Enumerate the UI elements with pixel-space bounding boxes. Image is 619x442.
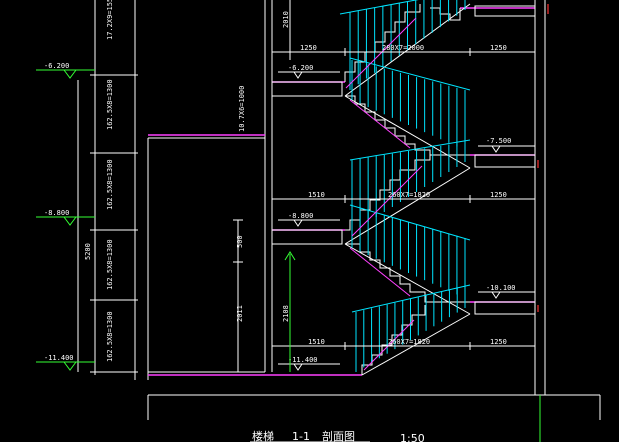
left-dimension-column	[77, 0, 138, 380]
drawing-title: 楼梯 1-1 剖面图 1:50	[250, 429, 425, 442]
elevation-label: -8.800	[44, 209, 69, 217]
title-kind: 剖面图	[322, 429, 355, 442]
baluster-group	[349, 0, 466, 372]
hdim-label: 260X7=1820	[388, 338, 430, 346]
mid-dim-label: 2108	[282, 305, 290, 322]
title-scale: 1:50	[400, 432, 425, 442]
hdim-label: 1250	[490, 191, 507, 199]
vdim-label: 5200	[84, 243, 92, 260]
hdim-label: 1250	[490, 338, 507, 346]
inner-elevation-label: -6.200	[288, 64, 313, 72]
elevation-label: -11.400	[44, 354, 74, 362]
green-dim-line	[284, 251, 296, 372]
elevation-label: -6.200	[44, 62, 69, 70]
hdim-label: 1250	[300, 44, 317, 52]
mid-vertical-dims	[233, 0, 291, 373]
title-section: 1-1	[292, 430, 310, 442]
inner-elevation-label: -8.800	[288, 212, 313, 220]
horizontal-dimension-lines	[271, 48, 535, 350]
vdim-label: 162.5X8=1300	[106, 79, 114, 130]
hdim-label: 260X7=1820	[388, 191, 430, 199]
hdim-label: 1510	[308, 191, 325, 199]
vdim-label: 162.5X8=1300	[106, 239, 114, 290]
left-elevation-markers	[36, 69, 95, 371]
vertical-dim-labels: 17.2X9=1550 162.5X8=1300 10.7X6=1000 162…	[84, 0, 246, 362]
floor-lines	[148, 7, 535, 376]
inner-elevation-markers	[278, 71, 535, 371]
inner-elevation-label: -7.500	[486, 137, 511, 145]
vdim-label: 17.2X9=1550	[106, 0, 114, 40]
hdim-label: 280X7=2000	[382, 44, 424, 52]
hdim-label: 1510	[308, 338, 325, 346]
red-markers	[537, 4, 549, 312]
mid-dim-label: 500	[236, 235, 244, 248]
vdim-label: 162.5X8=1300	[106, 159, 114, 210]
step-nosings	[345, 17, 423, 371]
hdim-label: 1250	[490, 44, 507, 52]
vdim-label: 162.5X8=1300	[106, 311, 114, 362]
title-name: 楼梯	[252, 429, 274, 442]
inner-elevation-label: -11.400	[288, 356, 318, 364]
vdim-label: 10.7X6=1000	[238, 86, 246, 132]
landing-slabs	[271, 5, 536, 315]
walls	[147, 0, 601, 420]
inner-elevation-label: -10.100	[486, 284, 516, 292]
mid-dim-label: 2011	[236, 305, 244, 322]
mid-dim-label: 2010	[282, 11, 290, 28]
